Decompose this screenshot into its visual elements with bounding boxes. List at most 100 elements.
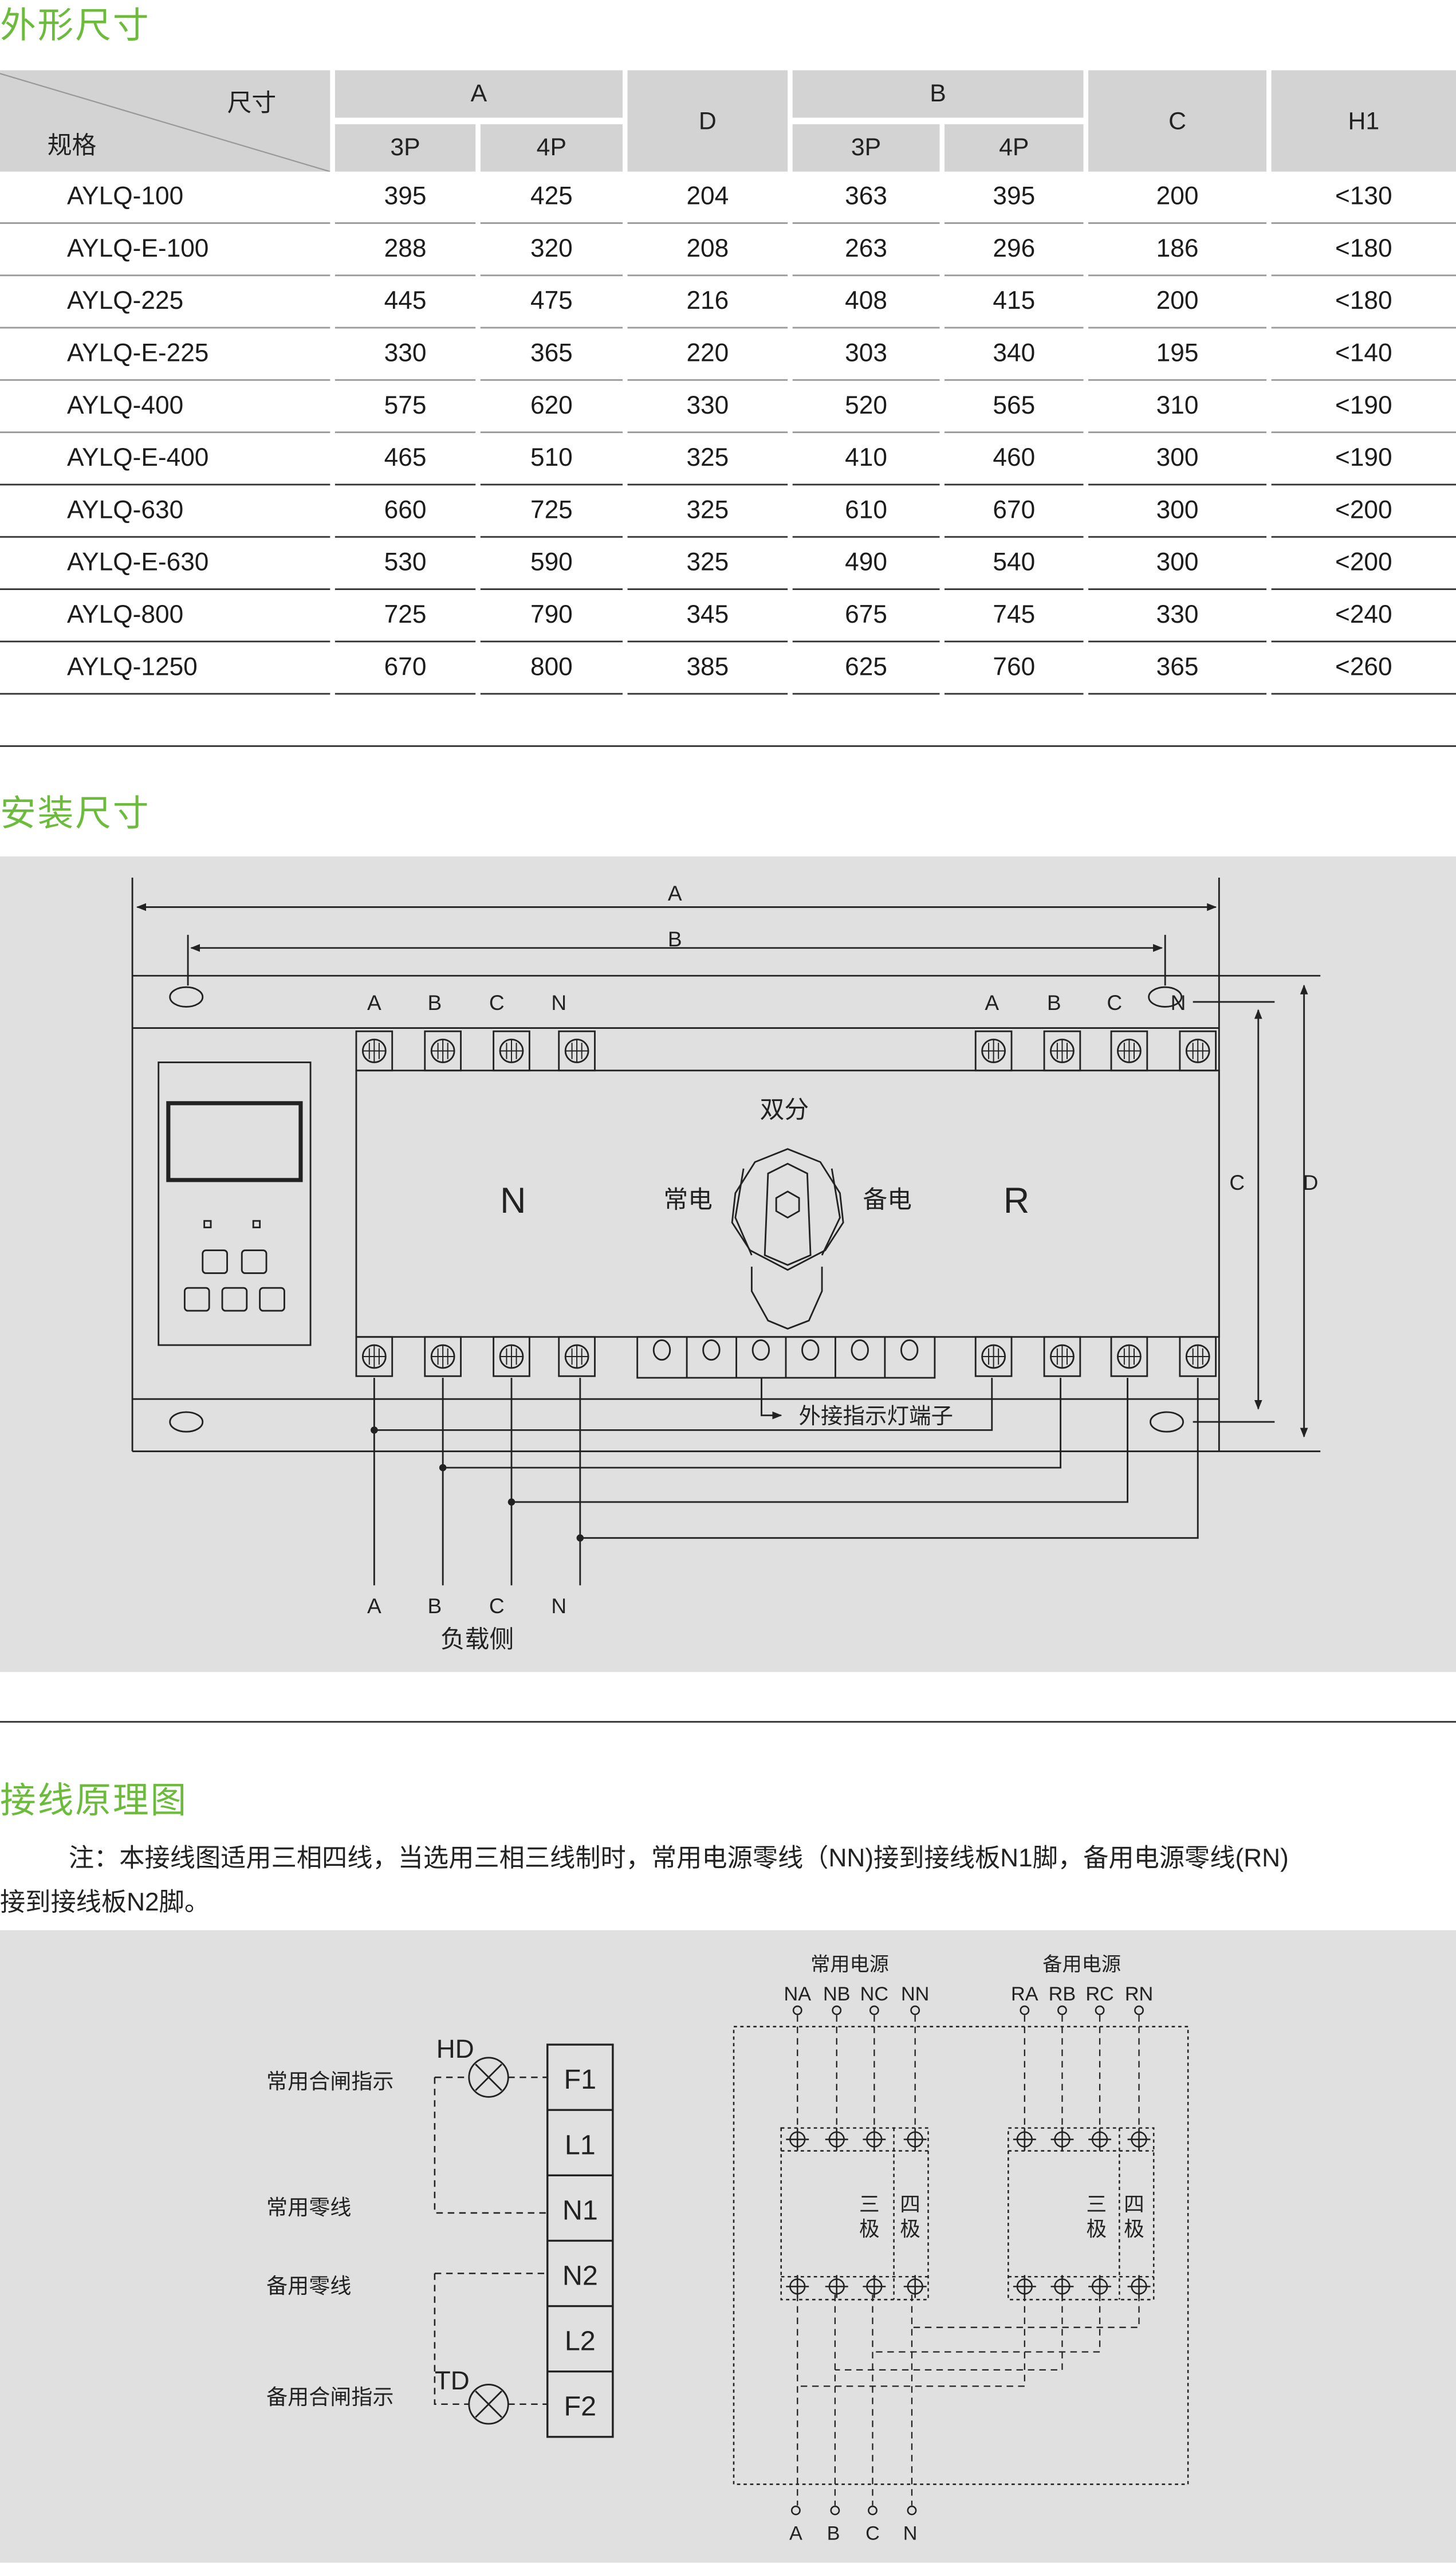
table-cell-value: <130 [1335,182,1392,210]
terminal-n2: N2 [562,2260,598,2291]
dim-a-label: A [668,881,682,905]
phase-label: N [1171,990,1186,1015]
header-b-3p: 3P [792,124,940,172]
table-cell-model: AYLQ-800 [66,600,184,628]
screw-terminal-icon [558,1336,596,1377]
row-divider [1088,536,1267,538]
input-label: RC [1085,1983,1113,2005]
row-divider [335,483,476,486]
indicator-terminal-screw [801,1339,820,1361]
table-cell-value: 220 [686,339,729,367]
row-divider [792,431,940,434]
row-divider [1271,274,1456,277]
table-cell-value: 675 [845,600,888,628]
table-cell-value: 590 [530,548,573,576]
controller-button [183,1287,210,1312]
row-divider [480,536,623,538]
input-label: NC [860,1983,888,2005]
display-screen [166,1101,303,1182]
table-cell-model: AYLQ-225 [66,286,184,315]
table-cell-value: 300 [1156,548,1199,576]
input-label: NA [784,1983,811,2005]
row-divider [0,379,330,381]
row-divider [627,222,788,224]
table-cell-value: 408 [845,286,888,315]
breaker-terminal-icon [1013,2128,1036,2151]
load-phase-label: B [428,1594,442,1618]
row-divider [0,693,330,695]
screw-terminal-icon [1179,1336,1217,1377]
table-cell-model: AYLQ-E-400 [66,443,209,472]
table-cell-value: 725 [530,496,573,524]
junction-dot [507,1498,515,1506]
row-divider [945,693,1084,695]
header-c: C [1088,70,1267,172]
table-cell-model: AYLQ-630 [66,496,184,524]
row-divider [627,640,788,643]
table-cell-value: 208 [686,234,729,262]
phase-label: C [489,990,505,1015]
table-cell-value: 200 [1156,182,1199,210]
indicator-led [203,1220,212,1229]
row-divider [945,536,1084,538]
table-cell-value: <240 [1335,600,1392,628]
terminal-l2: L2 [565,2326,596,2357]
installation-dimensions-title: 安装尺寸 [0,792,151,834]
table-cell-value: 565 [993,391,1036,419]
screw-terminal-icon [355,1030,393,1072]
row-divider [480,431,623,434]
row-divider [945,588,1084,590]
breaker-terminal-icon [863,2128,886,2151]
row-divider [335,588,476,590]
indicator-terminal-label: 外接指示灯端子 [798,1404,953,1429]
phase-label: A [985,990,999,1015]
indicator-lamp-icon [468,2057,509,2098]
indicator-terminal-screw [652,1339,671,1361]
table-cell-value: 325 [686,496,729,524]
diagonal-line [0,73,330,172]
mounting-hole [1150,1411,1184,1433]
table-cell-value: 790 [530,600,573,628]
row-divider [1271,536,1456,538]
table-cell-value: 345 [686,600,729,628]
row-divider [1271,431,1456,434]
table-cell-value: 296 [993,234,1036,262]
indicator-led [252,1220,261,1229]
three-pole-label-char: 极 [859,2218,880,2240]
row-divider [1088,222,1267,224]
table-cell-value: 288 [384,234,427,262]
installation-diagram [131,878,1321,1586]
table-cell-value: 520 [845,391,888,419]
table-cell-model: AYLQ-E-100 [66,234,209,262]
phase-label: N [551,990,566,1015]
table-cell-value: 445 [384,286,427,315]
screw-terminal-icon [1110,1336,1148,1377]
table-cell-value: 300 [1156,496,1199,524]
table-cell-value: 490 [845,548,888,576]
table-cell-value: 540 [993,548,1036,576]
terminal-f1: F1 [564,2064,597,2095]
reserve-side-label: R [1004,1181,1029,1221]
table-cell-value: 415 [993,286,1036,315]
header-a-3p: 3P [335,124,476,172]
phase-label: B [1047,990,1061,1015]
table-cell-value: 385 [686,652,729,681]
row-divider [0,588,330,590]
three-pole-label-char: 三 [859,2193,880,2216]
table-cell-model: AYLQ-400 [66,391,184,419]
wiring-diagram [434,2005,1189,2515]
load-phase-label: A [367,1594,381,1618]
table-cell-value: 610 [845,496,888,524]
screw-terminal-icon [1179,1030,1217,1072]
three-pole-label-char: 极 [1087,2218,1107,2240]
table-cell-value: 670 [993,496,1036,524]
table-cell-value: <190 [1335,391,1392,419]
phase-label: A [367,990,381,1015]
row-divider [0,327,330,329]
row-divider [0,536,330,538]
row-divider [335,431,476,434]
input-label: RN [1125,1983,1153,2005]
controller-button [221,1287,248,1312]
row-divider [945,431,1084,434]
